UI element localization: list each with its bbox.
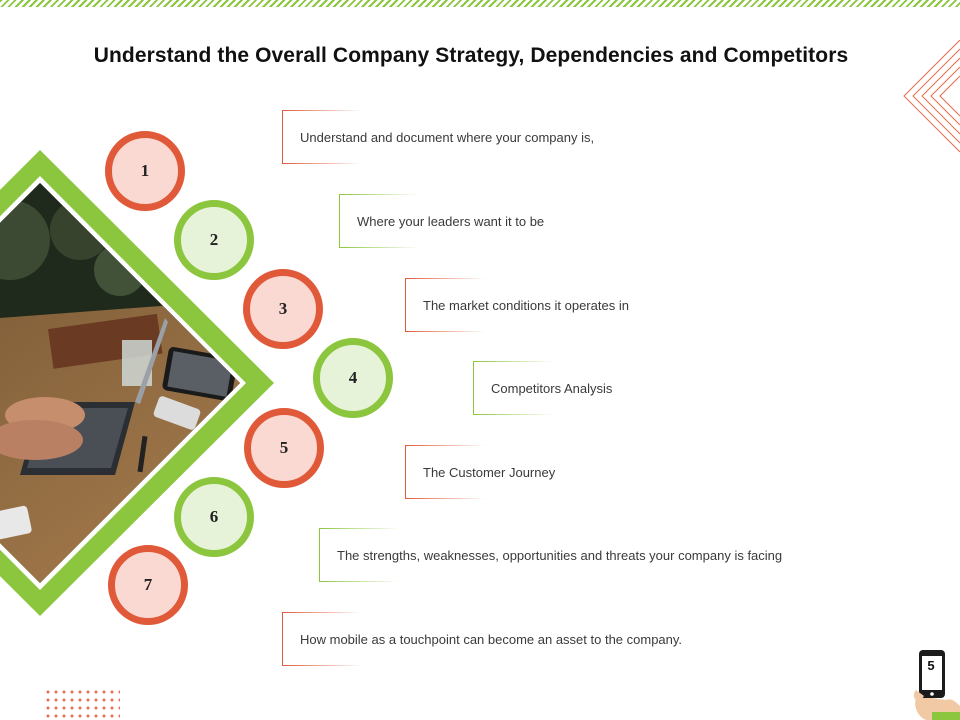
step-label-4: Competitors Analysis [491,380,613,396]
step-text-1: Understand and document where your compa… [282,110,842,164]
step-text-2: Where your leaders want it to be [339,194,899,248]
top-stripe [0,0,960,7]
step-circle-2: 2 [174,200,254,280]
hand-holding-phone-icon [913,650,960,720]
step-label-5: The Customer Journey [423,464,556,480]
step-circle-5: 5 [244,408,324,488]
step-label-3: The market conditions it operates in [423,297,629,313]
slide-title: Understand the Overall Company Strategy,… [93,44,849,67]
step-label-7: How mobile as a touchpoint can become an… [300,631,683,647]
step-text-7: How mobile as a touchpoint can become an… [282,612,882,666]
step-text-5: The Customer Journey [405,445,960,499]
page-number: 5 [927,658,935,673]
step-circle-6: 6 [174,477,254,557]
step-circle-1: 1 [105,131,185,211]
step-text-6: The strengths, weaknesses, opportunities… [319,528,879,582]
corner-chevron-decoration [903,40,960,153]
step-text-3: The market conditions it operates in [405,278,960,332]
step-label-2: Where your leaders want it to be [357,213,545,229]
step-label-6: The strengths, weaknesses, opportunities… [337,547,783,563]
step-circle-4: 4 [313,338,393,418]
step-circle-3: 3 [243,269,323,349]
step-label-1: Understand and document where your compa… [300,129,595,145]
step-text-4: Competitors Analysis [473,361,960,415]
dot-grid-decoration [44,688,120,720]
step-circle-7: 7 [108,545,188,625]
